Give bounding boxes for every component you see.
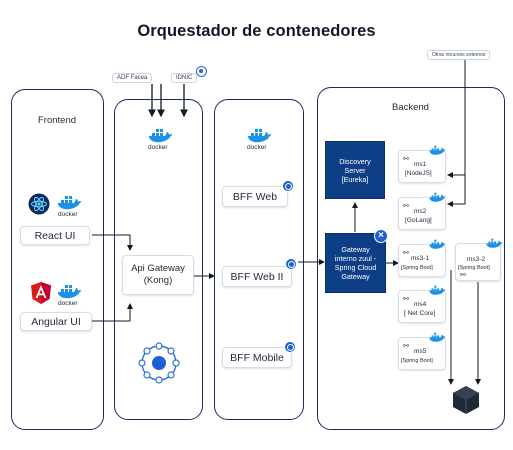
react-ui-box[interactable]: React UI bbox=[20, 226, 90, 245]
adf-tag: ADF Facea bbox=[112, 73, 153, 83]
docker-label: docker bbox=[148, 144, 168, 151]
backend-label: Backend bbox=[392, 102, 429, 113]
docker-icon bbox=[58, 196, 81, 210]
service-tech: [NodeJS] bbox=[405, 170, 432, 177]
angular-ui-box[interactable]: Angular UI bbox=[20, 312, 92, 331]
docker-icon bbox=[429, 145, 446, 155]
service-tech: [Spring Boot] bbox=[458, 265, 490, 271]
service-card-ms5[interactable]: ⚯ ms5 [Spring Boot] bbox=[398, 337, 446, 370]
docker-icon bbox=[429, 192, 446, 202]
react-icon bbox=[28, 193, 50, 215]
service-tech: [Spring Boot] bbox=[401, 358, 433, 364]
service-name: ms3-2 bbox=[467, 256, 486, 263]
service-tech: [GoLang] bbox=[405, 217, 432, 224]
diagram-title: Orquestador de contenedores bbox=[137, 22, 376, 40]
docker-icon bbox=[429, 332, 446, 342]
service-tech: [ Net Core] bbox=[404, 310, 436, 317]
bff-web-box[interactable]: BFF Web bbox=[222, 186, 288, 207]
docker-icon bbox=[149, 129, 172, 143]
react-to-gateway-arrow bbox=[92, 234, 133, 251]
docker-icon bbox=[429, 239, 446, 249]
target-icon bbox=[285, 258, 297, 270]
service-node-icon: ⚯ bbox=[403, 296, 409, 303]
service-name: ms4 bbox=[414, 301, 427, 308]
docker-icon bbox=[248, 129, 271, 143]
docker-label: docker bbox=[247, 144, 267, 151]
idnic-tag: IDNIC bbox=[171, 73, 198, 83]
service-card-ms1[interactable]: ⚯ ms1 [NodeJS] bbox=[398, 150, 446, 183]
external-resources-tag: Otras recursos externos bbox=[427, 50, 491, 60]
docker-label: docker bbox=[58, 300, 78, 307]
service-node-icon: ⚯ bbox=[403, 203, 409, 210]
docker-icon bbox=[486, 238, 503, 248]
bff-mobile-box[interactable]: BFF Mobile bbox=[222, 347, 292, 368]
service-name: ms1 bbox=[414, 161, 427, 168]
angular-to-gateway-arrow bbox=[92, 303, 133, 322]
bff-web-ii-box[interactable]: BFF Web II bbox=[222, 266, 292, 287]
service-node-icon: ⚯ bbox=[403, 156, 409, 163]
service-card-ms2[interactable]: ⚯ ms2 [GoLang] bbox=[398, 197, 446, 230]
docker-label: docker bbox=[58, 211, 78, 218]
service-node-icon: ⚯ bbox=[403, 250, 409, 257]
kong-network-icon bbox=[138, 342, 180, 384]
service-tech: [Spring Boot] bbox=[401, 265, 433, 271]
service-name: ms2 bbox=[414, 208, 427, 215]
internal-gateway-box[interactable]: Gateway interno zuul - Spring Cloud Gate… bbox=[325, 233, 386, 293]
frontend-label: Frontend bbox=[38, 115, 77, 126]
external-to-ms2-arrow bbox=[447, 175, 466, 207]
service-name: ms3-1 bbox=[411, 255, 430, 262]
api-gateway-box[interactable]: Api Gateway (Kong) bbox=[122, 255, 194, 295]
service-card-ms3-2[interactable]: ms3-2 [Spring Boot] ⚯ bbox=[455, 243, 501, 281]
idnic-icon bbox=[196, 66, 207, 77]
service-card-ms3-1[interactable]: ⚯ ms3-1 [Spring Boot] bbox=[398, 244, 446, 277]
close-icon: × bbox=[374, 229, 388, 243]
target-icon bbox=[284, 341, 296, 353]
service-node-icon: ⚯ bbox=[403, 343, 409, 350]
external-to-ms1-arrow bbox=[447, 56, 466, 178]
service-name: ms5 bbox=[414, 348, 427, 355]
frontend-panel bbox=[11, 89, 104, 430]
discovery-server-box[interactable]: Discovery Server [Eureka] bbox=[325, 141, 385, 199]
angular-icon bbox=[31, 282, 51, 304]
docker-icon bbox=[429, 285, 446, 295]
service-node-icon: ⚯ bbox=[460, 272, 466, 279]
target-icon bbox=[282, 180, 294, 192]
docker-icon bbox=[58, 285, 81, 299]
service-card-ms4[interactable]: ⚯ ms4 [ Net Core] bbox=[398, 290, 446, 323]
database-cube-icon bbox=[453, 386, 479, 414]
